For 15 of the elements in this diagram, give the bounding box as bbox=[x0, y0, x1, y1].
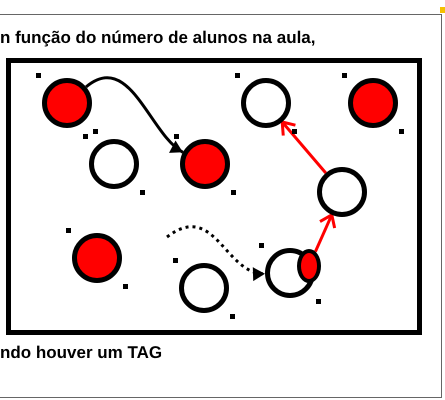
player-circle bbox=[317, 167, 367, 217]
player-circle bbox=[42, 78, 92, 128]
player-circle bbox=[348, 78, 398, 128]
dotted-arrow bbox=[166, 225, 266, 280]
player-circle bbox=[89, 139, 139, 189]
pass-arrow bbox=[314, 213, 336, 252]
player-circle bbox=[72, 233, 122, 283]
player-circle bbox=[297, 249, 321, 283]
player-circle bbox=[180, 139, 230, 189]
caption-text: n função do número de alunos na aula, bbox=[0, 28, 316, 48]
pass-arrow bbox=[280, 120, 327, 174]
run-arrow bbox=[85, 76, 184, 154]
caption-text: ndo houver um TAG bbox=[0, 343, 162, 363]
player-circle bbox=[179, 263, 229, 313]
player-circle bbox=[241, 78, 291, 128]
